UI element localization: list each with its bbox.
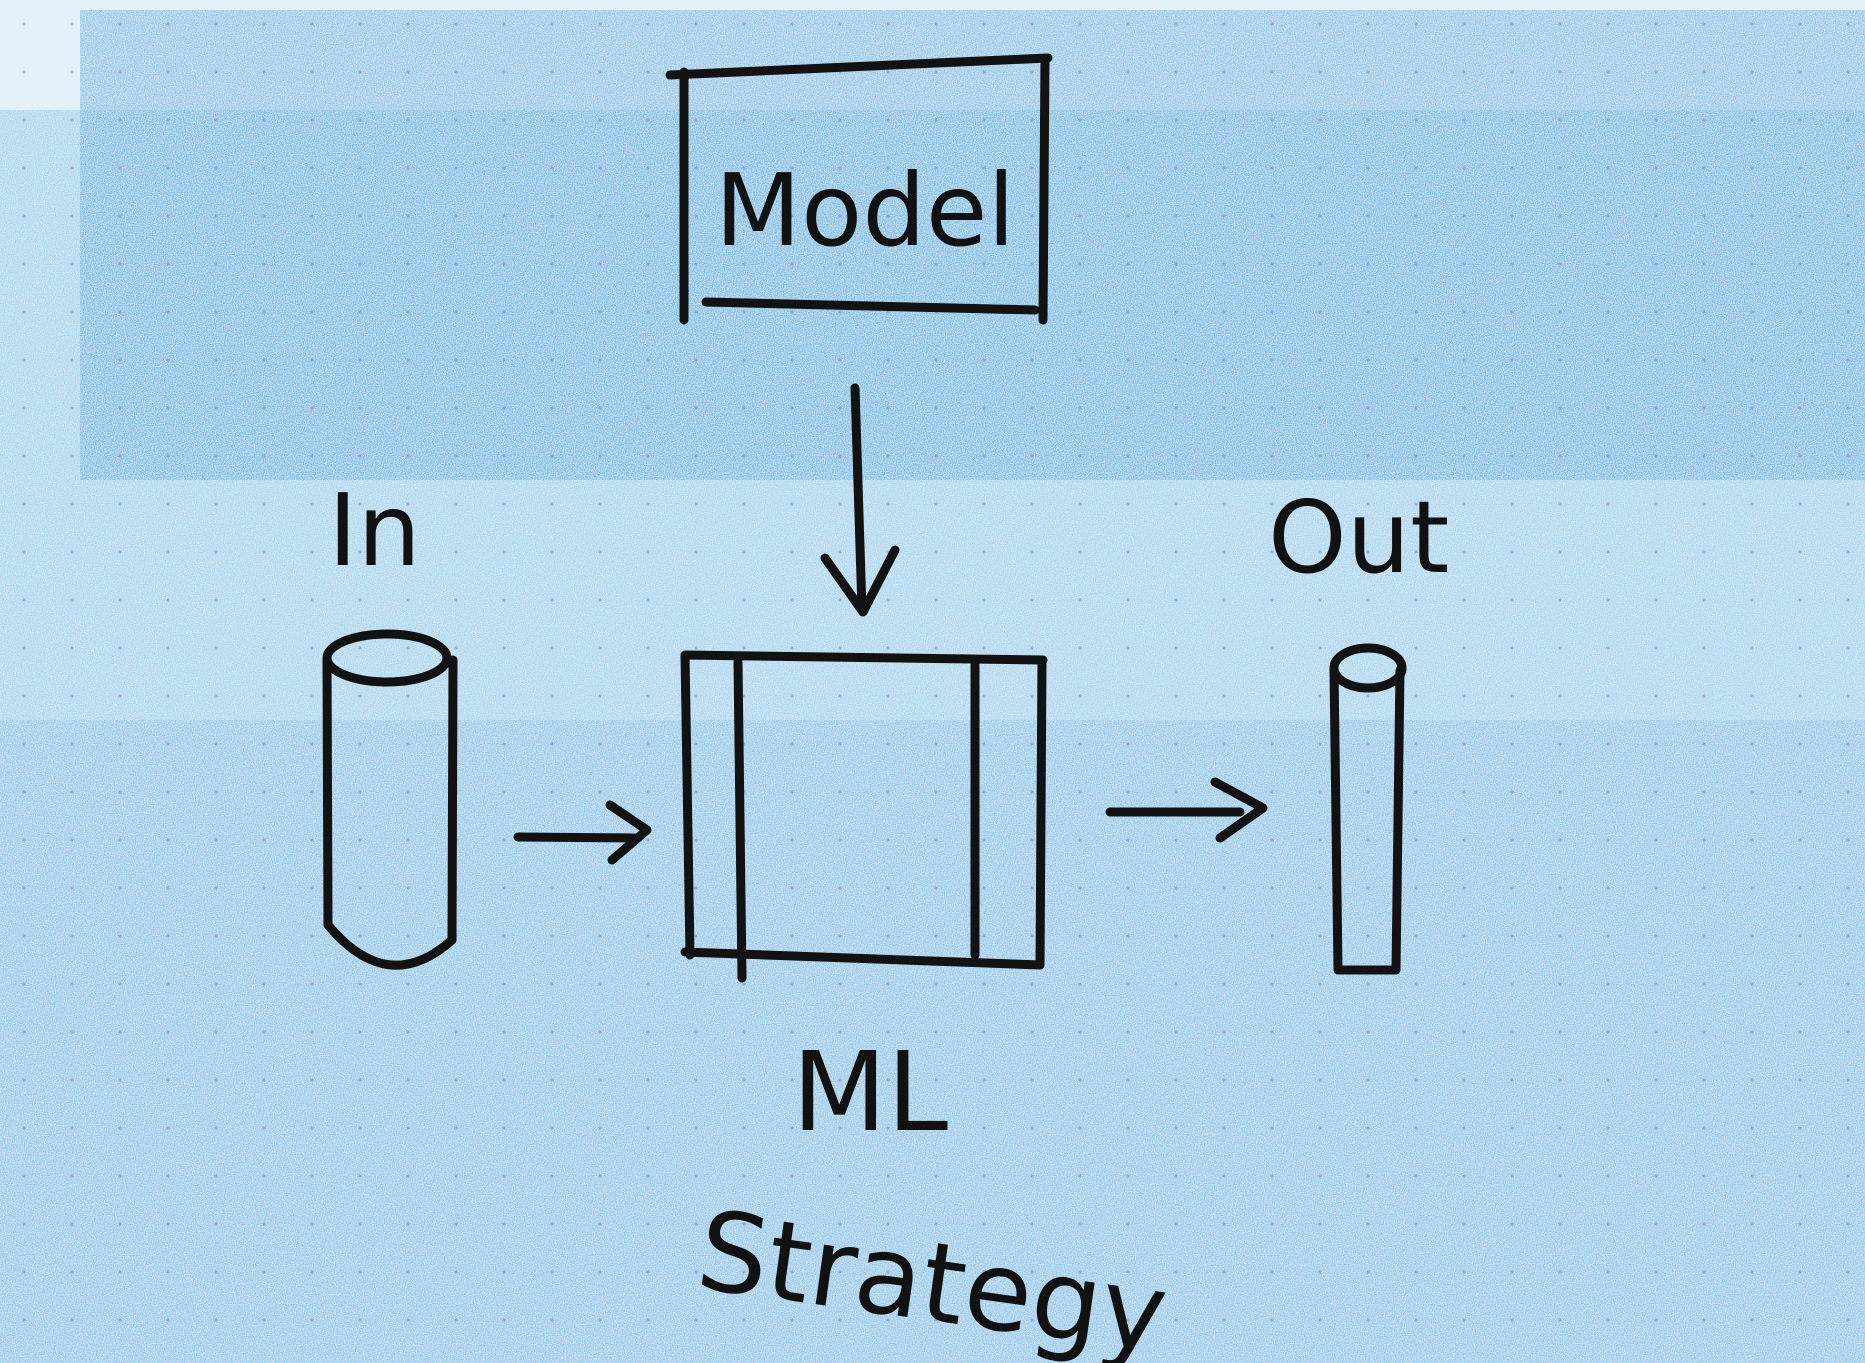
input-label: In [328, 472, 421, 589]
model-box: Model [665, 53, 1053, 325]
model-label: Model [715, 152, 1015, 269]
output-label: Out [1268, 479, 1449, 596]
ml-label: ML [792, 1028, 948, 1156]
arrow-right-output [1105, 777, 1268, 843]
ml-strategy-box [680, 650, 1048, 983]
output-cylinder [1329, 643, 1407, 975]
input-cylinder [322, 629, 458, 970]
arrow-down [820, 383, 900, 617]
arrow-right-input [513, 800, 652, 865]
